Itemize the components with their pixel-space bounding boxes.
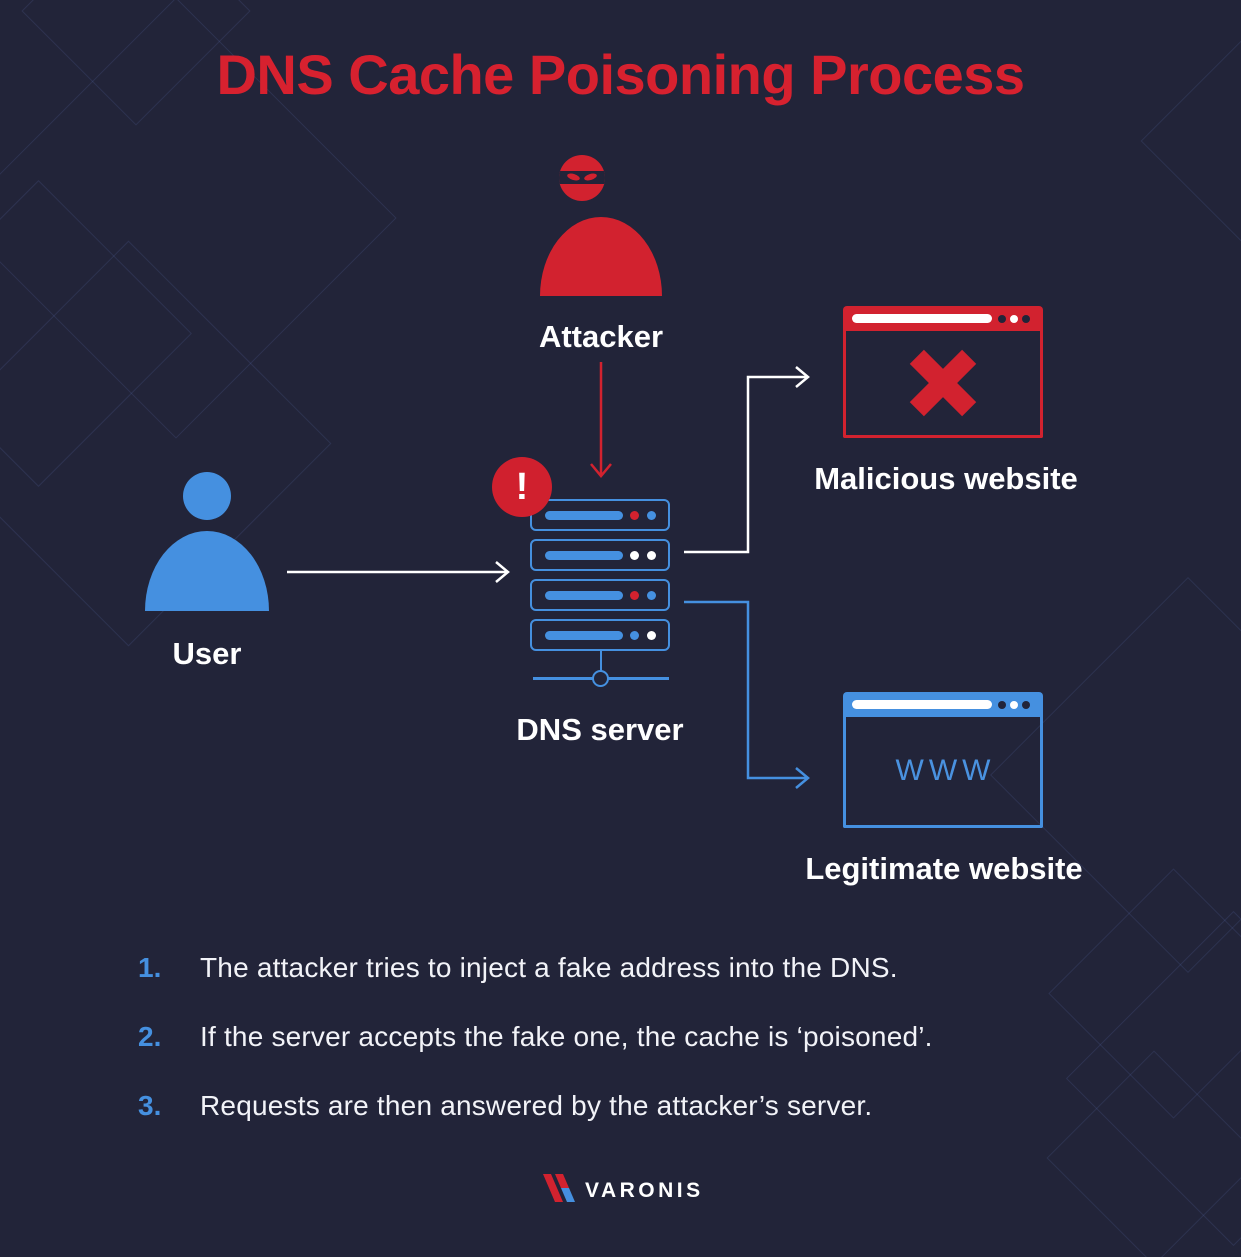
- browser-dot: [1010, 315, 1018, 323]
- server-led: [630, 590, 639, 600]
- logo-slash: [560, 1188, 575, 1202]
- page-title: DNS Cache Poisoning Process: [216, 43, 1025, 106]
- browser-dot: [998, 315, 1006, 323]
- arrowhead: [795, 767, 810, 789]
- arrowhead: [590, 463, 612, 478]
- user-body: [145, 531, 269, 611]
- server-led: [647, 510, 656, 520]
- server-bar: [545, 590, 623, 600]
- attacker-head: [559, 155, 605, 201]
- legitimate-website-icon: WWW: [843, 692, 1043, 828]
- server-bar: [545, 550, 623, 560]
- arrow-dns-to-malicious: [684, 375, 806, 554]
- attacker-label: Attacker: [538, 319, 664, 354]
- server-led: [647, 590, 656, 600]
- server-led: [647, 630, 656, 640]
- step-item-1: 1. The attacker tries to inject a fake a…: [138, 952, 898, 984]
- server-unit: [530, 579, 670, 611]
- browser-titlebar: [843, 306, 1043, 331]
- browser-titlebar: [843, 692, 1043, 717]
- address-bar: [852, 314, 992, 323]
- browser-dot: [1022, 315, 1030, 323]
- user-head: [183, 472, 231, 520]
- background-diamond: [1048, 868, 1241, 1119]
- attacker-body: [540, 217, 662, 296]
- arrow-dns-to-legitimate: [684, 600, 806, 780]
- background-diamond: [0, 180, 192, 487]
- browser-dot: [998, 701, 1006, 709]
- step-number: 1.: [138, 952, 162, 983]
- browser-dot: [1022, 701, 1030, 709]
- background-diamond: [1046, 1050, 1241, 1257]
- step-number: 3.: [138, 1090, 162, 1121]
- x-mark-icon: [906, 346, 980, 420]
- server-unit: [530, 499, 670, 531]
- server-knob: [592, 670, 609, 687]
- attacker-icon: [540, 155, 662, 296]
- arrowhead: [795, 366, 810, 388]
- server-stand: [599, 651, 602, 671]
- server-led: [630, 510, 639, 520]
- server-bar: [545, 510, 623, 520]
- exclamation-text: !: [515, 465, 529, 508]
- logo-slash: [554, 1174, 569, 1188]
- browser-dot: [1010, 701, 1018, 709]
- user-label: User: [172, 636, 242, 671]
- step-text: The attacker tries to inject a fake addr…: [200, 952, 898, 983]
- legitimate-website-label: Legitimate website: [805, 851, 1083, 886]
- dns-server-label: DNS server: [516, 712, 684, 747]
- step-text: If the server accepts the fake one, the …: [200, 1021, 933, 1052]
- browser-body: WWW: [843, 717, 1043, 828]
- address-bar: [852, 700, 992, 709]
- malicious-website-label: Malicious website: [814, 461, 1078, 496]
- server-led: [630, 550, 639, 560]
- step-text: Requests are then answered by the attack…: [200, 1090, 873, 1121]
- server-led: [647, 550, 656, 560]
- logo-slash: [542, 1174, 563, 1202]
- user-icon: [145, 472, 269, 611]
- arrowhead: [495, 561, 510, 583]
- brand-wordmark: VARONIS: [585, 1179, 704, 1202]
- www-text: WWW: [895, 754, 996, 787]
- browser-body: [843, 331, 1043, 438]
- server-bar: [545, 630, 623, 640]
- step-item-3: 3. Requests are then answered by the att…: [138, 1090, 872, 1122]
- exclamation-badge-icon: !: [492, 457, 552, 517]
- server-led: [630, 630, 639, 640]
- footer-brand: VARONIS: [0, 1168, 1241, 1208]
- varonis-logo-icon: VARONIS: [542, 1174, 704, 1202]
- step-item-2: 2. If the server accepts the fake one, t…: [138, 1021, 933, 1053]
- attacker-mask: [559, 171, 605, 184]
- step-number: 2.: [138, 1021, 162, 1052]
- server-unit: [530, 619, 670, 651]
- server-unit: [530, 539, 670, 571]
- malicious-website-icon: [843, 306, 1043, 438]
